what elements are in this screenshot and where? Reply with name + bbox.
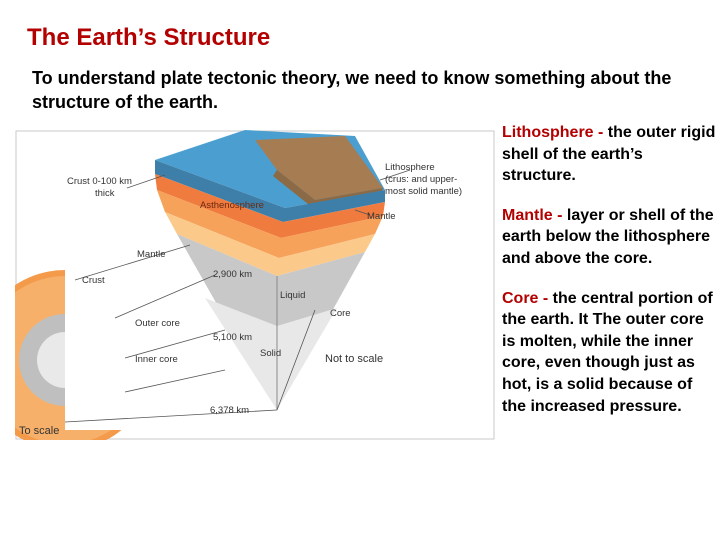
label-crust-thickness: Crust 0-100 km [67, 176, 132, 187]
term-lithosphere: Lithosphere - [502, 124, 603, 141]
intro-text: To understand plate tectonic theory, we … [32, 66, 672, 114]
label-crust-thick: thick [95, 188, 115, 199]
label-liquid: Liquid [280, 290, 305, 301]
definition-mantle: Mantle - layer or shell of the earth bel… [502, 205, 717, 270]
label-not-to-scale: Not to scale [325, 353, 383, 365]
label-crust: Crust [82, 275, 105, 286]
label-inner-core: Inner core [135, 354, 178, 365]
label-depth-5100: 5,100 km [213, 332, 252, 343]
label-outer-core: Outer core [135, 318, 180, 329]
label-mantle-right: Mantle [367, 211, 396, 222]
label-lithosphere-detail-1: (crus: and upper- [385, 174, 457, 185]
page-title: The Earth’s Structure [27, 24, 270, 52]
label-to-scale: To scale [19, 425, 59, 437]
label-mantle-left: Mantle [137, 249, 166, 260]
definition-text: the central portion of the earth. It The… [502, 290, 713, 415]
label-core: Core [330, 308, 351, 319]
label-lithosphere: Lithosphere [385, 162, 435, 173]
label-solid: Solid [260, 348, 281, 359]
term-core: Core - [502, 290, 548, 307]
definitions-panel: Lithosphere - the outer rigid shell of t… [502, 122, 717, 435]
label-depth-2900: 2,900 km [213, 269, 252, 280]
definition-core: Core - the central portion of the earth.… [502, 288, 717, 418]
earth-structure-diagram: Crust 0-100 km thick Lithosphere (crus: … [15, 130, 495, 440]
label-depth-6378: 6,378 km [210, 405, 249, 416]
label-lithosphere-detail-2: most solid mantle) [385, 186, 462, 197]
label-asthenosphere: Asthenosphere [200, 200, 264, 211]
definition-lithosphere: Lithosphere - the outer rigid shell of t… [502, 122, 717, 187]
to-scale-cross-section [15, 260, 165, 440]
term-mantle: Mantle - [502, 207, 562, 224]
